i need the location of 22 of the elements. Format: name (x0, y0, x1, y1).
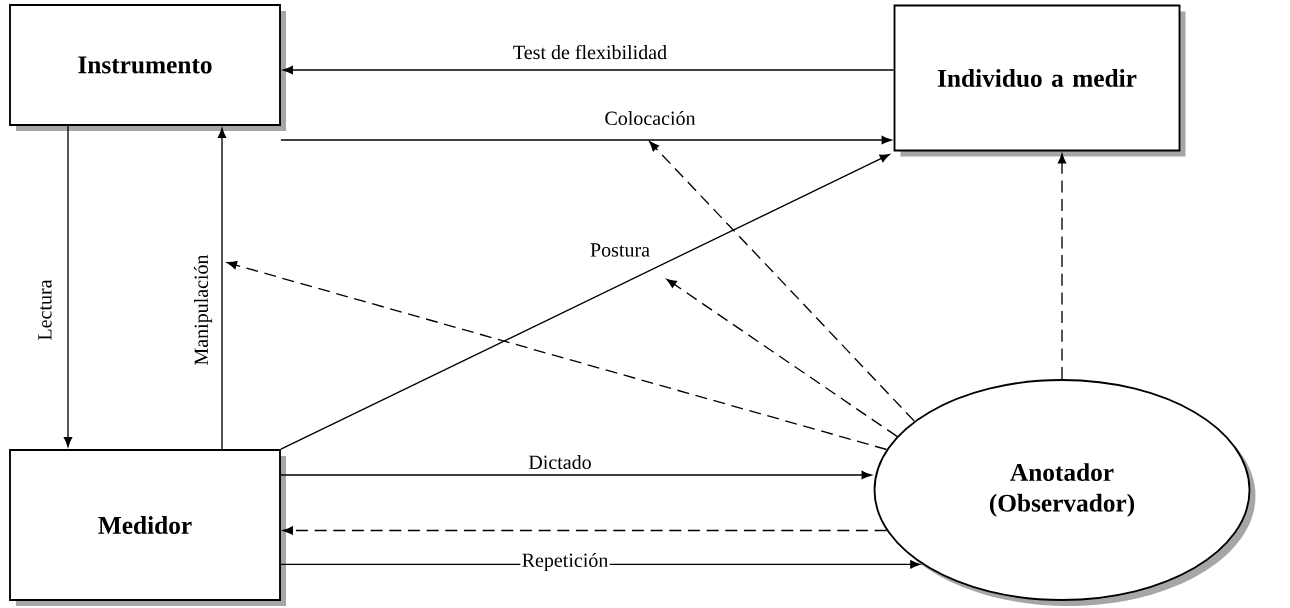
process-box: Instrumento (9, 4, 286, 131)
edge-label: Repetición (520, 551, 610, 573)
arrow (226, 261, 888, 451)
edge-label: Lectura (37, 278, 53, 342)
edge-label: Colocación (603, 109, 697, 127)
arrow (1057, 153, 1067, 380)
arrow (666, 278, 898, 438)
arrow (282, 526, 888, 535)
process-box: Individuo a medir (893, 4, 1186, 157)
arrow (217, 127, 227, 450)
arrow (282, 65, 895, 75)
edge-label: Dictado (527, 453, 593, 471)
arrow (63, 125, 73, 448)
arrow (649, 141, 915, 422)
process-box: Medidor (9, 449, 286, 606)
arrow (280, 470, 872, 480)
ellipse-node: Anotador (Observador) (873, 379, 1256, 606)
arrow (280, 153, 890, 450)
arrow (280, 135, 892, 145)
edge-label: Manipulación (192, 253, 214, 367)
edge-label: Postura (588, 242, 652, 258)
edge-label: Test de flexibilidad (511, 43, 669, 61)
